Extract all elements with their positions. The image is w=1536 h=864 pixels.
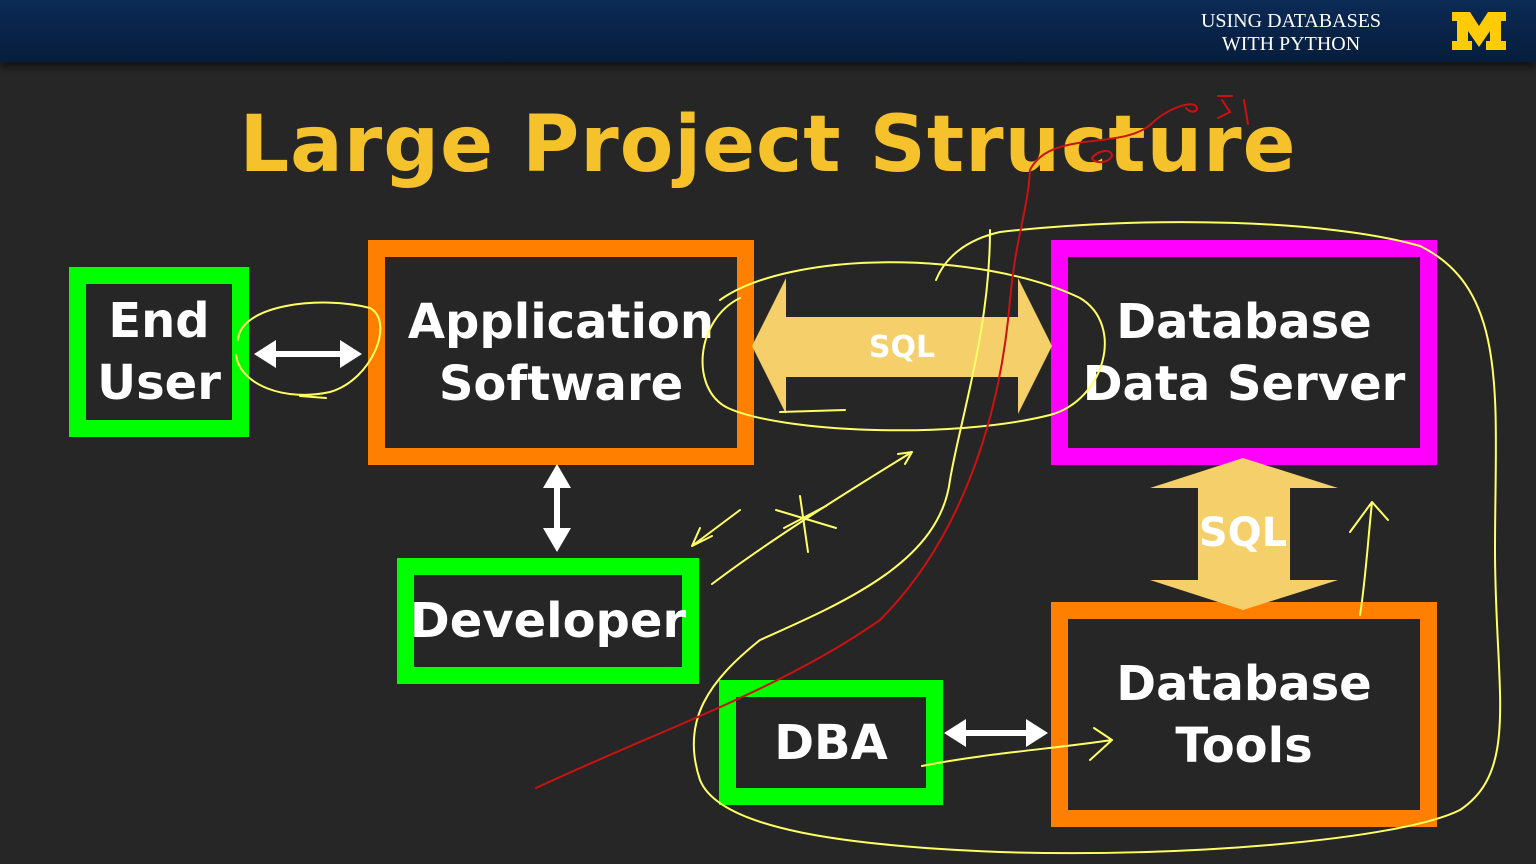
course-title: USING DATABASES WITH PYTHON — [1176, 10, 1406, 56]
database-data-server-label-line1: Database — [1116, 293, 1372, 350]
application-software-label-line1: Application — [407, 293, 715, 350]
dba-label: DBA — [774, 714, 888, 771]
database-tools-label-line1: Database — [1116, 655, 1372, 712]
tools-server-sql-label: SQL — [1198, 510, 1288, 556]
dba-box: DBA — [719, 680, 943, 805]
database-tools-label-line2: Tools — [1175, 717, 1313, 774]
database-data-server-box: Database Data Server — [1051, 240, 1437, 465]
application-software-label-line2: Software — [438, 355, 684, 412]
header-bar: USING DATABASES WITH PYTHON — [0, 0, 1536, 62]
database-data-server-label-line2: Data Server — [1082, 355, 1406, 412]
end-user-box: End User — [69, 267, 249, 437]
application-software-box: Application Software — [368, 240, 754, 465]
developer-label: Developer — [409, 593, 687, 649]
database-tools-box: Database Tools — [1051, 602, 1437, 827]
dba-tools-double-arrow-icon — [944, 719, 1048, 747]
developer-box: Developer — [397, 558, 699, 684]
slide-title: Large Project Structure — [239, 100, 1297, 190]
university-logo-icon — [1452, 12, 1506, 50]
course-title-line2: WITH PYTHON — [1221, 33, 1361, 55]
app-server-sql-label: SQL — [868, 330, 936, 365]
end-user-label-line2: User — [97, 355, 221, 411]
course-title-line1: USING DATABASES — [1200, 10, 1382, 32]
end-user-label-line1: End — [108, 293, 210, 349]
app-developer-double-arrow-icon — [543, 464, 571, 552]
enduser-app-double-arrow-icon — [254, 340, 362, 368]
